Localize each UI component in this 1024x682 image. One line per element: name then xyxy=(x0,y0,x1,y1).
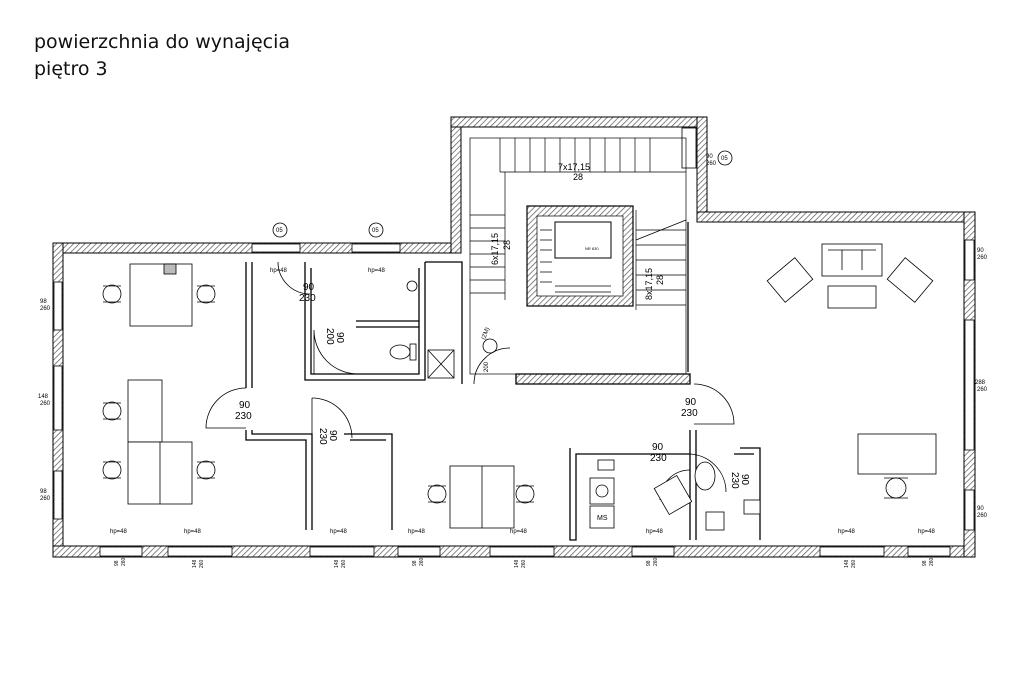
plan-title: powierzchnia do wynajęcia xyxy=(34,31,290,53)
kitchen-label: MS xyxy=(597,515,608,522)
door-label-90-e: 90 xyxy=(685,397,697,408)
hp-label: hp=48 xyxy=(184,529,202,535)
door-label-230-a: 230 xyxy=(299,293,316,304)
win-size: 260 xyxy=(419,557,425,566)
win-size: 260 xyxy=(653,557,659,566)
door-label-200-zm: 200 xyxy=(484,361,490,372)
hp-label: hp=48 xyxy=(330,529,348,535)
win-size: 260 xyxy=(851,559,857,568)
win-size: 260 xyxy=(929,557,935,566)
door-label-90-g: 90 xyxy=(739,474,750,486)
win-size: 260 xyxy=(521,559,527,568)
hp-label: hp=48 xyxy=(838,529,856,535)
tag-05: 05 xyxy=(372,228,379,234)
win-size: 90 xyxy=(706,154,713,160)
win-size: 260 xyxy=(121,557,127,566)
stair-core xyxy=(469,137,687,375)
elevator-label: NR 630 xyxy=(585,246,599,251)
win-size: 98 xyxy=(412,560,418,566)
door-label-zm: (ZM) xyxy=(481,327,491,341)
window-tags xyxy=(272,150,733,238)
win-size: 148 xyxy=(38,394,49,400)
win-size: 98 xyxy=(40,299,47,305)
windows xyxy=(53,127,975,557)
win-size: 260 xyxy=(706,161,717,167)
door-label-230-e: 230 xyxy=(681,408,698,419)
window-size-labels: 98 260 148 260 148 260 98 260 148 260 98… xyxy=(114,557,935,568)
window-size-labels-right: 90 260 288 260 90 260 90 260 xyxy=(706,154,988,519)
hp-label: hp=48 xyxy=(918,529,936,535)
stair-label-top: 7x17,15 xyxy=(558,162,590,172)
win-size: 260 xyxy=(341,559,347,568)
win-size: 98 xyxy=(114,560,120,566)
stair-left-b: 28 xyxy=(502,240,512,250)
win-size: 148 xyxy=(334,559,340,568)
window-size-labels-left: 98 260 148 260 98 260 xyxy=(38,299,51,502)
interior-walls xyxy=(245,222,761,541)
hp-label: hp=48 xyxy=(270,268,288,274)
stair-right-a: 8x17,15 xyxy=(644,268,654,300)
win-size: 98 xyxy=(40,489,47,495)
hp-label: hp=48 xyxy=(510,529,528,535)
hp-labels: hp=48 hp=48 hp=48 hp=48 hp=48 hp=48 hp=4… xyxy=(110,268,936,535)
wc-fixtures xyxy=(389,280,455,379)
door-label-230-d: 230 xyxy=(317,428,328,445)
door-label-90-c: 90 xyxy=(239,400,251,411)
win-size: 260 xyxy=(977,513,988,519)
win-size: 260 xyxy=(40,496,51,502)
furniture-lounge xyxy=(766,243,937,499)
stair-left-a: 6x17,15 xyxy=(490,233,500,265)
win-size: 260 xyxy=(199,559,205,568)
furniture-meeting-table xyxy=(427,465,535,529)
furniture-left-office xyxy=(102,263,216,505)
door-label-90-f: 90 xyxy=(652,442,664,453)
hp-label: hp=48 xyxy=(110,529,128,535)
window-tag-labels: 05 05 05 xyxy=(276,156,728,234)
kitchen-fixtures xyxy=(589,459,761,531)
door-label-230-c: 230 xyxy=(235,411,252,422)
floor-label: piętro 3 xyxy=(34,58,108,80)
win-size: 90 xyxy=(977,506,984,512)
win-size: 260 xyxy=(40,401,51,407)
door-label-90-d: 90 xyxy=(327,430,338,442)
win-size: 90 xyxy=(977,248,984,254)
stair-label-top2: 28 xyxy=(573,172,583,182)
win-size: 98 xyxy=(646,560,652,566)
hp-label: hp=48 xyxy=(646,529,664,535)
stair-right-b: 28 xyxy=(655,275,665,285)
hp-label: hp=48 xyxy=(408,529,426,535)
win-size: 260 xyxy=(40,306,51,312)
door-label-90-a: 90 xyxy=(303,282,315,293)
win-size: 260 xyxy=(977,387,988,393)
tag-05: 05 xyxy=(721,156,728,162)
doors xyxy=(205,261,735,501)
win-size: 148 xyxy=(192,559,198,568)
door-label-230-g: 230 xyxy=(729,472,740,489)
hp-label: hp=48 xyxy=(368,268,386,274)
win-size: 288 xyxy=(975,380,986,386)
win-size: 148 xyxy=(844,559,850,568)
door-label-90-b: 90 xyxy=(334,332,345,344)
win-size: 260 xyxy=(977,255,988,261)
win-size: 148 xyxy=(514,559,520,568)
tag-05: 05 xyxy=(276,228,283,234)
win-size: 98 xyxy=(922,560,928,566)
door-label-200: 200 xyxy=(324,328,335,345)
door-label-230-f: 230 xyxy=(650,453,667,464)
